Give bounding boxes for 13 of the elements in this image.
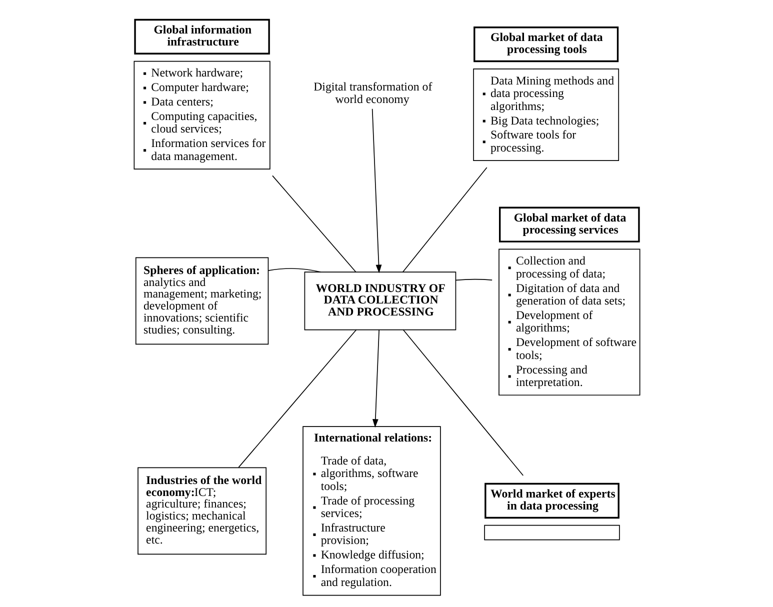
connector	[272, 175, 356, 273]
node-box: International relations: Trade of data, algorithms, software tools; Trade of processing services; Infrastructure provision; Knowledge diffusion; Information cooperation and regulation.	[302, 426, 440, 596]
node-text: Digital transformation of world economy	[313, 79, 432, 106]
connector	[455, 278, 492, 281]
connector	[268, 268, 321, 272]
node-box: Spheres of application: analytics and management; marketing; development of innovations; scientific studies; consulting.	[134, 257, 268, 345]
node-box: WORLD INDUSTRY OF DATA COLLECTION AND PROCESSING	[304, 272, 456, 330]
connector	[402, 329, 524, 476]
arrow	[371, 108, 382, 274]
connector	[402, 167, 487, 272]
node-box: Industries of the world economy:ICT; agriculture; finances; logistics; mechanical engineering; energetics, etc.	[137, 467, 266, 555]
connector	[238, 329, 356, 468]
arrow	[372, 329, 379, 428]
